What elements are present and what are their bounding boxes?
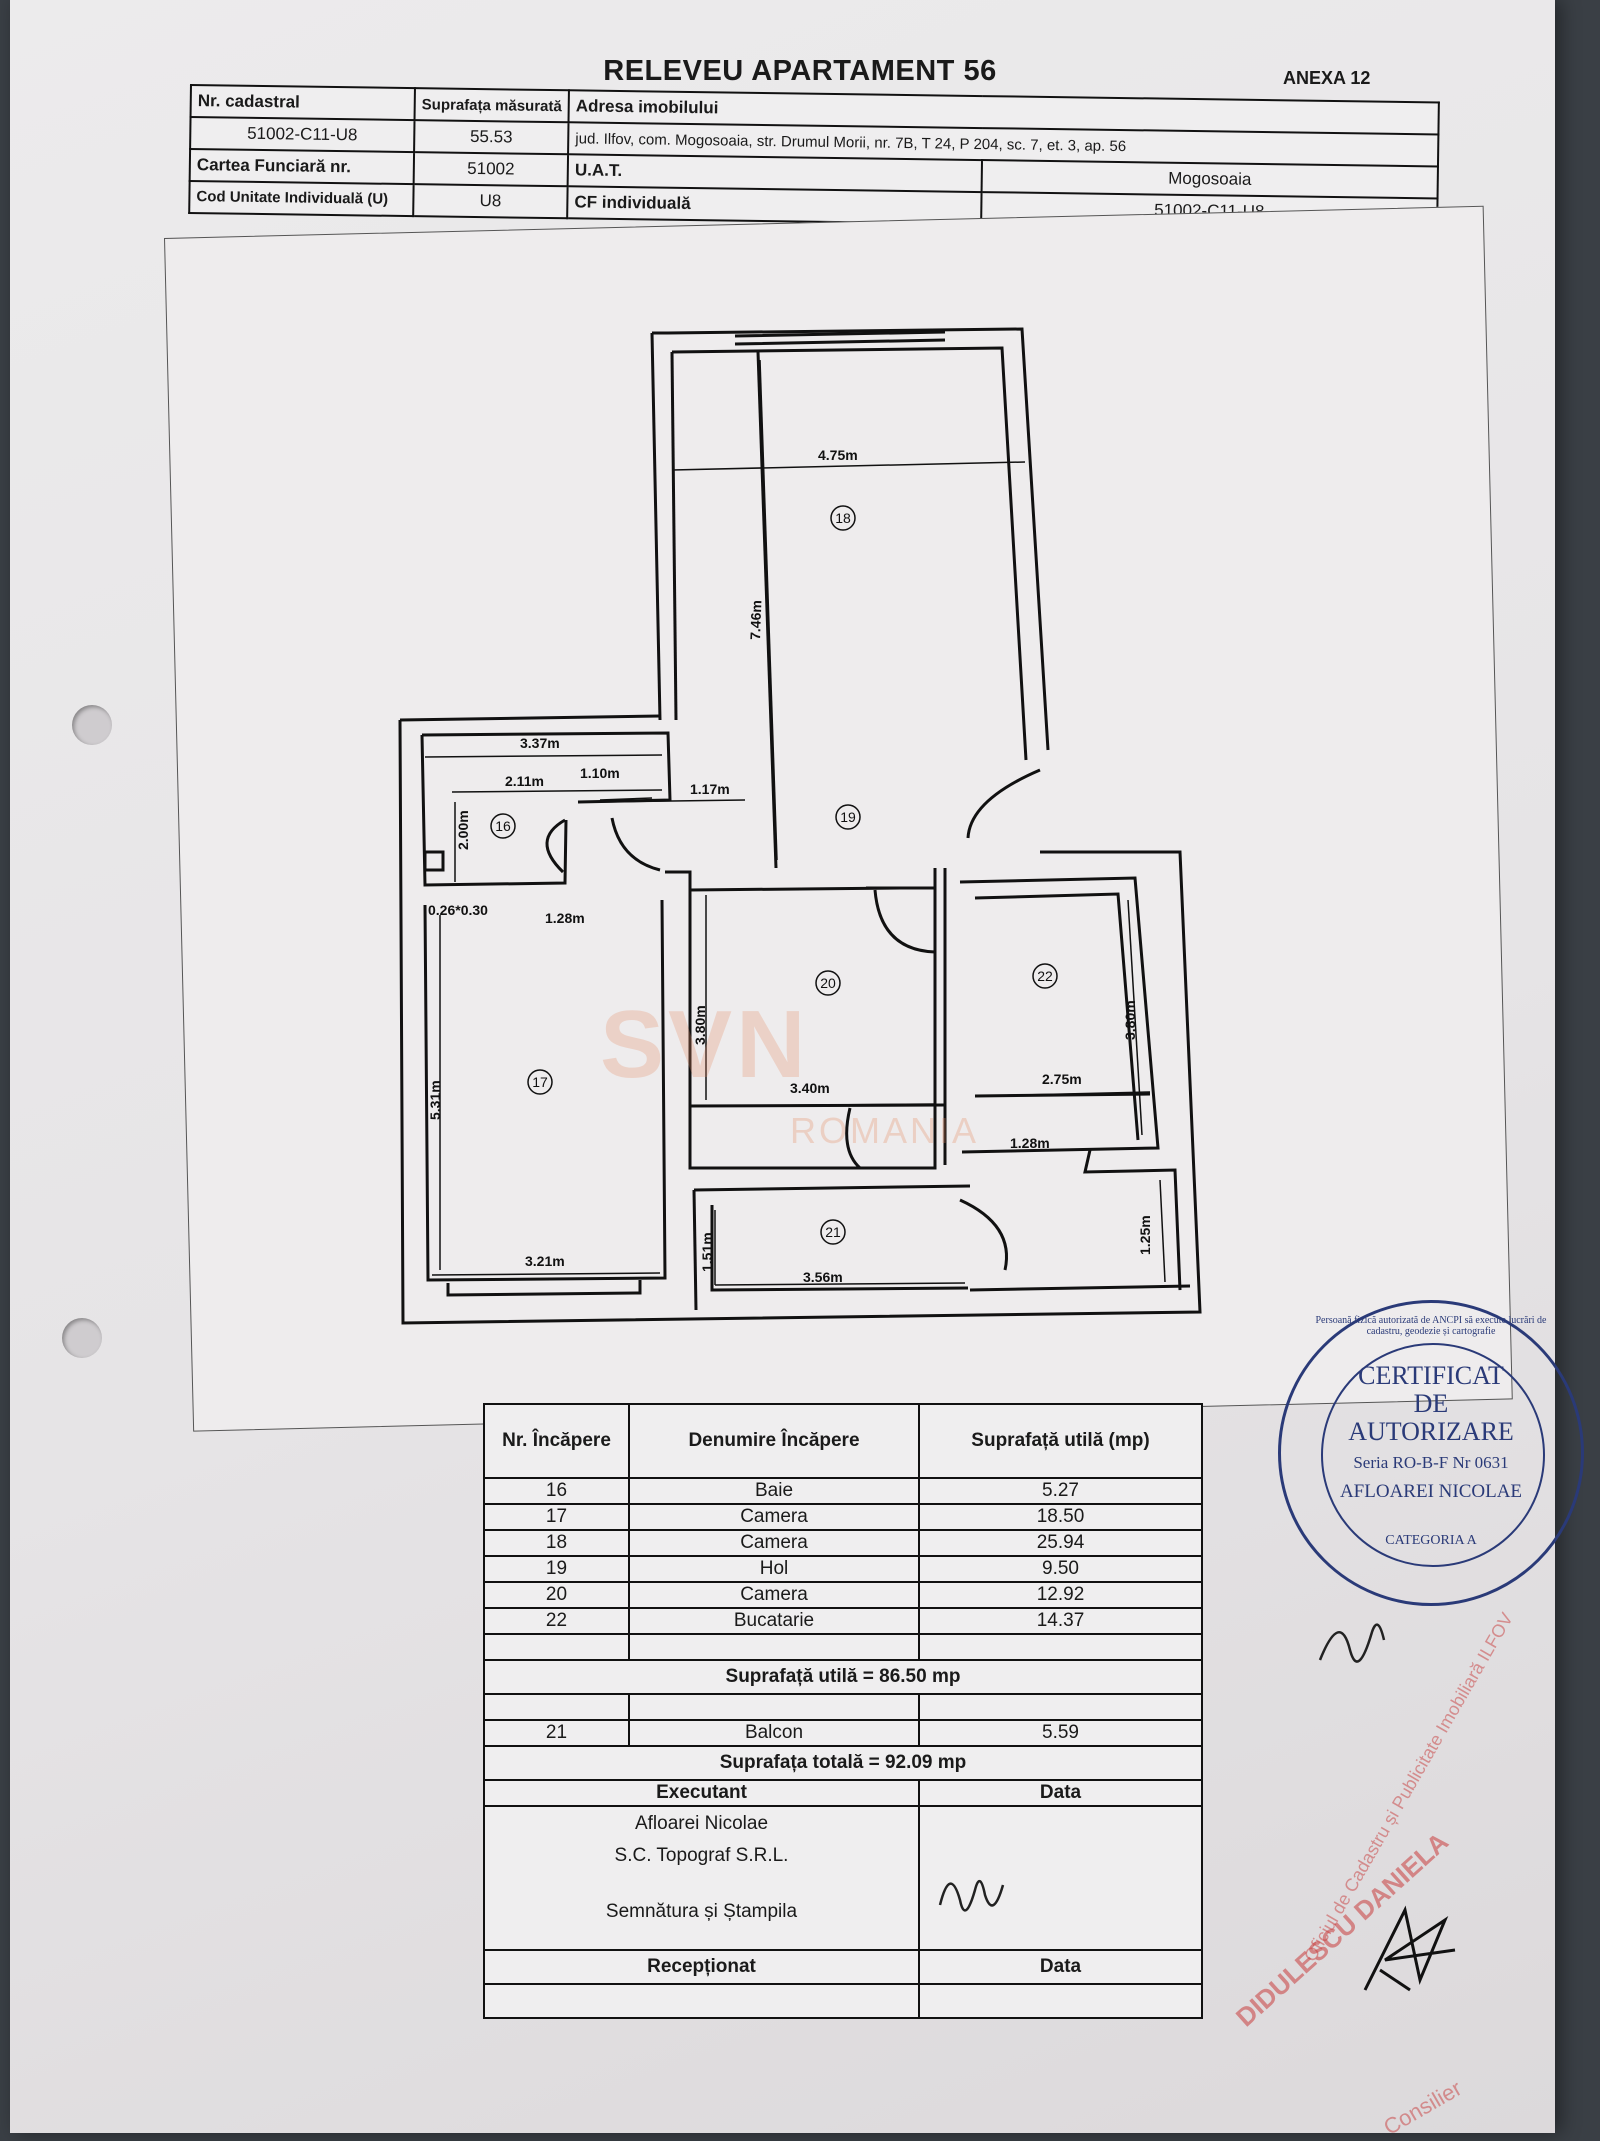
room-number-20: 20 — [820, 975, 836, 991]
table-row: 17 Camera 18.50 — [483, 1503, 1203, 1531]
row-area: 14.37 — [918, 1607, 1203, 1635]
annex-label: ANEXA 12 — [1283, 68, 1371, 88]
executant-label: Executant — [483, 1779, 920, 1807]
stamp-inner-ring — [1321, 1343, 1545, 1567]
row-nr: 17 — [483, 1503, 630, 1531]
document-title: RELEVEU APARTAMENT 56 — [603, 55, 997, 87]
balcony-nr: 21 — [483, 1719, 630, 1747]
row-nr: 18 — [483, 1529, 630, 1557]
stamp-name: AFLOAREI NICOLAE — [1339, 1481, 1523, 1502]
dim-3-37: 3.37m — [520, 735, 560, 751]
dim-3-80-room20: 3.80m — [692, 1005, 708, 1045]
stamp-category: CATEGORIA A — [1385, 1533, 1477, 1548]
dim-1-51: 1.51m — [699, 1232, 715, 1272]
received-label: Recepționat — [483, 1949, 920, 1985]
dim-5-31: 5.31m — [427, 1080, 443, 1120]
dim-3-40: 3.40m — [790, 1080, 830, 1096]
stamp-line-2: DE — [1413, 1389, 1449, 1418]
executant-sign-label: Semnătura și Ștampila — [605, 1901, 798, 1922]
room-number-18: 18 — [835, 510, 851, 526]
row-nr: 19 — [483, 1555, 630, 1583]
row-name: Camera — [628, 1503, 920, 1531]
row-area: 9.50 — [918, 1555, 1203, 1583]
dim-1-28-b: 1.28m — [1010, 1135, 1050, 1151]
useful-total: Suprafață utilă = 86.50 mp — [483, 1659, 1203, 1695]
table-row-empty — [483, 1633, 1203, 1661]
dim-1-28-a: 1.28m — [545, 910, 585, 926]
executant-date-cell — [918, 1805, 1203, 1951]
dimension-labels: 4.75m 7.46m 3.37m 2.11m 1.10m 1.17m 2.00… — [427, 447, 1153, 1285]
room-markers — [490, 505, 1058, 1245]
balcony-area: 5.59 — [918, 1719, 1203, 1747]
dimension-lines — [424, 359, 1166, 1286]
table-row-empty — [483, 1983, 1203, 2019]
punch-hole-top — [72, 705, 112, 745]
col-header-area: Suprafață utilă (mp) — [918, 1403, 1203, 1479]
table-row-empty — [483, 1693, 1203, 1721]
data-label: Data — [918, 1779, 1203, 1807]
stamp-line-1: CERTIFICAT — [1358, 1361, 1504, 1390]
dim-3-56: 3.56m — [803, 1269, 843, 1285]
watermark-sub: ROMANIA — [790, 1110, 980, 1151]
room-number-21: 21 — [825, 1224, 841, 1240]
dim-2-11: 2.11m — [505, 773, 544, 789]
table-row: 18 Camera 25.94 — [483, 1529, 1203, 1557]
table-row-balcony: 21 Balcon 5.59 — [483, 1719, 1203, 1747]
table-row: 19 Hol 9.50 — [483, 1555, 1203, 1583]
executant-block: Afloarei Nicolae S.C. Topograf S.R.L. Se… — [483, 1805, 920, 1951]
row-name: Bucatarie — [628, 1607, 920, 1635]
row-nr: 22 — [483, 1607, 630, 1635]
row-nr: 16 — [483, 1477, 630, 1505]
executant-company: S.C. Topograf S.R.L. — [614, 1845, 789, 1866]
dim-2-75: 2.75m — [1042, 1071, 1082, 1087]
stamp-line-3: AUTORIZARE — [1348, 1417, 1514, 1446]
data-label-2: Data — [918, 1949, 1203, 1985]
room-number-19: 19 — [840, 809, 856, 825]
row-area: 25.94 — [918, 1529, 1203, 1557]
room-number-17: 17 — [532, 1074, 548, 1090]
plan-walls — [398, 327, 1202, 1325]
dim-1-25: 1.25m — [1137, 1215, 1153, 1255]
row-name: Camera — [628, 1529, 920, 1557]
row-area: 12.92 — [918, 1581, 1203, 1609]
row-area: 18.50 — [918, 1503, 1203, 1531]
executant-name: Afloarei Nicolae — [634, 1813, 769, 1834]
dim-1-17: 1.17m — [690, 781, 730, 797]
table-row: 16 Baie 5.27 — [483, 1477, 1203, 1505]
room-number-22: 22 — [1037, 968, 1053, 984]
stamp-ring-text: Persoană fizică autorizată de ANCPI să e… — [1315, 1315, 1547, 1337]
col-header-nr: Nr. Încăpere — [483, 1403, 630, 1479]
balcony-name: Balcon — [628, 1719, 920, 1747]
authorization-stamp: Persoană fizică autorizată de ANCPI să e… — [1278, 1300, 1584, 1606]
room-number-16: 16 — [495, 818, 511, 834]
grand-total: Suprafața totală = 92.09 mp — [483, 1745, 1203, 1781]
room-numbers: 18 19 16 17 20 22 21 — [495, 510, 1053, 1240]
dim-7-46: 7.46m — [747, 600, 764, 640]
dim-3-80-room22: 3.80m — [1122, 1000, 1138, 1040]
stamp-serial: Seria RO-B-F Nr 0631 — [1353, 1453, 1509, 1472]
watermark-brand: SVN — [600, 991, 810, 1098]
dim-4-75: 4.75m — [818, 447, 858, 463]
dim-1-10: 1.10m — [580, 765, 620, 781]
row-name: Baie — [628, 1477, 920, 1505]
col-header-name: Denumire Încăpere — [628, 1403, 920, 1479]
dim-3-21: 3.21m — [525, 1253, 565, 1269]
rooms-table: Nr. Încăpere Denumire Încăpere Suprafață… — [483, 1403, 1203, 2019]
table-row: 22 Bucatarie 14.37 — [483, 1607, 1203, 1635]
row-area: 5.27 — [918, 1477, 1203, 1505]
punch-hole-bottom — [62, 1318, 102, 1358]
table-row: 20 Camera 12.92 — [483, 1581, 1203, 1609]
dim-2-00: 2.00m — [455, 810, 471, 850]
row-name: Hol — [628, 1555, 920, 1583]
row-nr: 20 — [483, 1581, 630, 1609]
row-name: Camera — [628, 1581, 920, 1609]
dim-0-26x0-30: 0.26*0.30 — [428, 902, 488, 918]
